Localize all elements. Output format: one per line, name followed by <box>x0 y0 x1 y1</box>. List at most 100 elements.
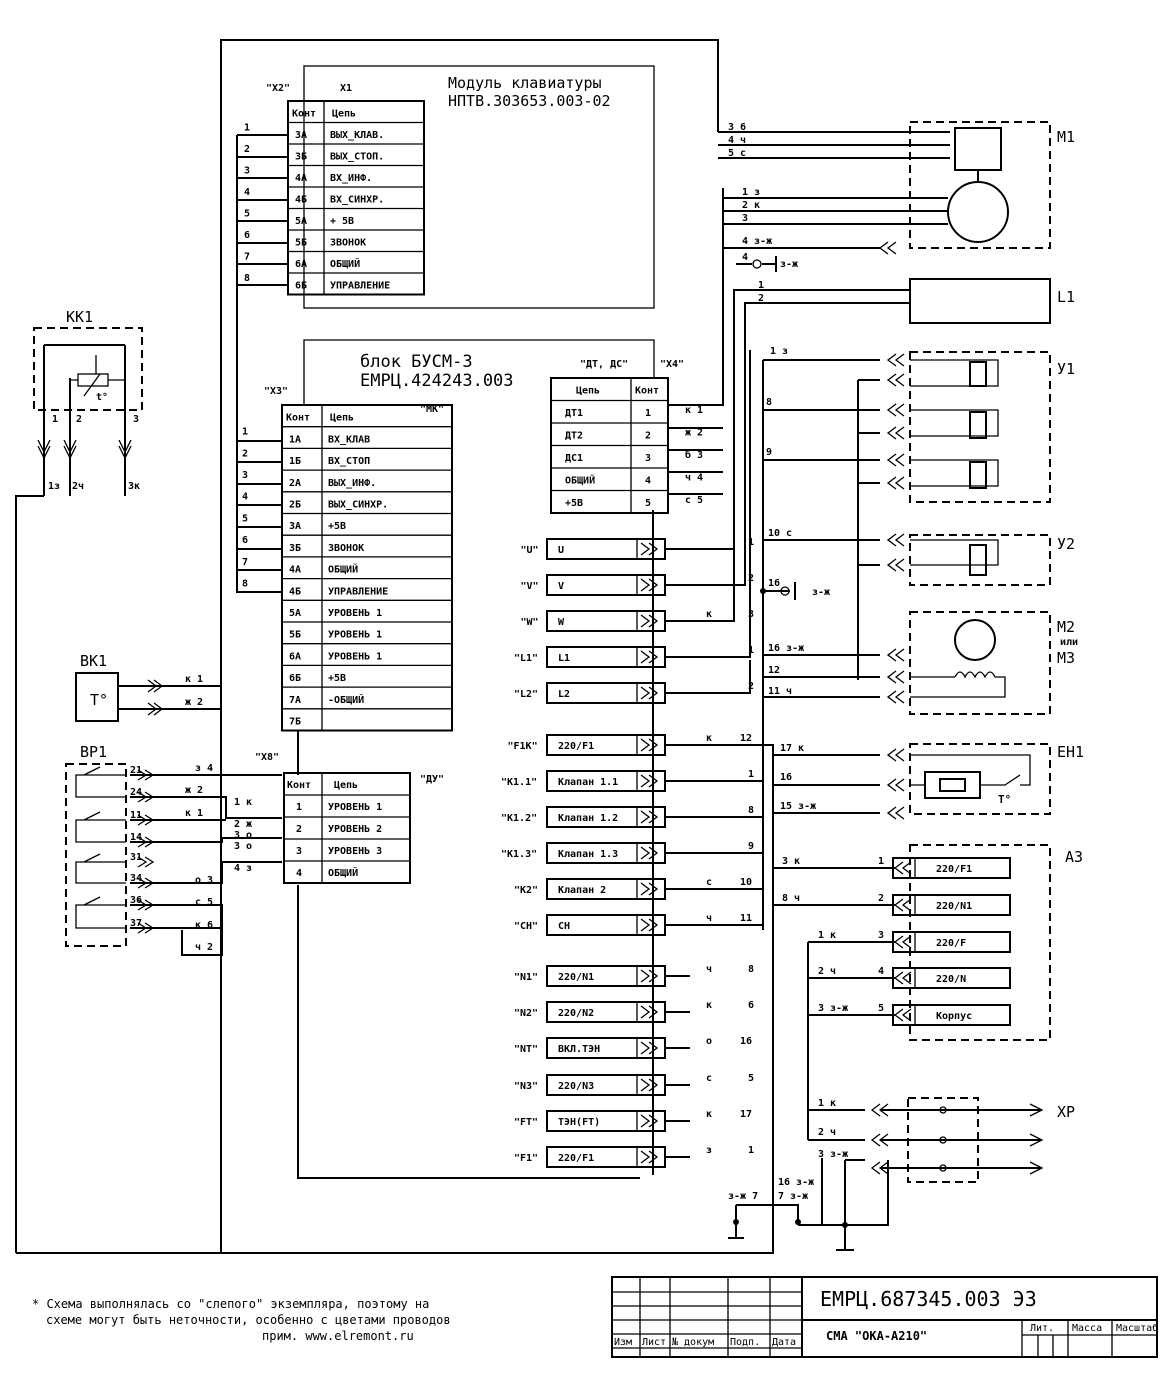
x8-wire-label: 2 ж <box>234 819 252 830</box>
terminal-name: "N1" <box>514 972 538 983</box>
terminal: "K1.1"Клапан 1.11 <box>501 769 754 792</box>
x8-header-1: Конт <box>287 780 311 791</box>
busm-cell: ВЫХ_ИНФ. <box>328 478 376 489</box>
busm-code: ЕМРЦ.424243.003 <box>360 371 514 391</box>
terminal-label: ТЭН(FT) <box>558 1117 600 1128</box>
vr1-wire: ч 2 <box>195 942 213 953</box>
svg-text:2ч: 2ч <box>72 481 84 492</box>
svg-text:3 6: 3 6 <box>728 122 746 133</box>
busm-cell: +5В <box>328 521 346 532</box>
product-name: СМА "ОКА-А210" <box>826 1329 927 1343</box>
busm-cell: 1А <box>289 434 301 445</box>
l1-label: L1 <box>1057 288 1075 306</box>
busm-cell: УРОВЕНЬ 1 <box>328 630 382 641</box>
x4-header-1: Цепь <box>576 386 600 397</box>
terminal-wire: 1 <box>748 769 754 780</box>
svg-text:Изм: Изм <box>614 1337 632 1348</box>
busm-header-2: Цепь <box>330 413 354 424</box>
terminal-wire: 2 <box>748 573 754 584</box>
conn-mk-label: "МК" <box>420 404 444 415</box>
busm-cell: ВЫХ_СИНХР. <box>328 500 388 511</box>
x4-header-2: Конт <box>635 386 659 397</box>
vr1-label: ВР1 <box>80 743 107 761</box>
kb-cell: ВЫХ_СТОП. <box>330 152 384 163</box>
svg-text:1з: 1з <box>48 481 60 492</box>
kb-cell: 6Б <box>295 281 307 292</box>
a3-row-wire: 8 ч <box>782 893 800 904</box>
vr1-contact: 11 <box>130 810 142 821</box>
busm-cell: 7Б <box>289 717 301 728</box>
vr1-contact: 24 <box>130 787 142 798</box>
m1-label: М1 <box>1057 128 1075 146</box>
eh1-heater: ЕН1 17 к 16 15 з-ж Т° <box>780 743 1084 820</box>
terminal-name: "V" <box>521 581 539 592</box>
terminal-name: "CH" <box>514 921 538 932</box>
svg-text:7 з-ж: 7 з-ж <box>778 1191 808 1202</box>
svg-text:Лист: Лист <box>642 1337 666 1348</box>
m2-motor: М2 или М3 16 з-ж 12 11 ч <box>768 611 1078 715</box>
kb-cell: 4А <box>295 173 307 184</box>
main-wires <box>15 39 950 1254</box>
terminal-label: CH <box>558 921 570 932</box>
terminal: "L1"L11 <box>514 645 754 668</box>
svg-text:* Схема выполнялась со "слепог: * Схема выполнялась со "слепого" экземпл… <box>32 1297 429 1311</box>
x4-wire-label: ч 4 <box>685 472 703 483</box>
eh1-label: ЕН1 <box>1057 743 1084 761</box>
terminal-name: "L2" <box>514 689 538 700</box>
kb-cell: 5А <box>295 216 307 227</box>
terminal-label: V <box>558 581 564 592</box>
busm-wire-label: 5 <box>242 513 248 524</box>
terminal-wire: 11 <box>740 913 752 924</box>
terminal-color: к <box>706 733 712 744</box>
terminal-name: "W" <box>521 617 539 628</box>
terminal-color: з <box>706 1145 712 1156</box>
svg-text:16: 16 <box>768 578 780 589</box>
terminal-label: Клапан 1.2 <box>558 813 618 824</box>
svg-text:или: или <box>1060 637 1078 648</box>
conn-x2-label: "X2" <box>266 83 290 94</box>
terminal-name: "K1.3" <box>501 849 537 860</box>
svg-text:к 1: к 1 <box>185 674 203 685</box>
terminal: "L2"L22 <box>514 681 754 704</box>
svg-text:2 ч: 2 ч <box>818 1127 836 1138</box>
svg-text:12: 12 <box>768 665 780 676</box>
svg-text:t°: t° <box>96 392 108 403</box>
busm-title: блок БУСМ-3 <box>360 352 473 372</box>
m3-label: М3 <box>1057 649 1075 667</box>
svg-text:Дата: Дата <box>772 1337 796 1348</box>
x4-cell: ДТ2 <box>565 431 583 442</box>
terminal-color: к <box>706 1000 712 1011</box>
svg-text:з-ж: з-ж <box>780 259 798 270</box>
terminal-name: "FT" <box>514 1117 538 1128</box>
busm-cell: ОБЩИЙ <box>328 563 358 576</box>
terminal-label: 220/N2 <box>558 1008 594 1019</box>
x4-cell: +5В <box>565 498 583 509</box>
busm-block: блок БУСМ-3 ЕМРЦ.424243.003 "X3" "МК" Ко… <box>242 339 655 732</box>
svg-text:16 з-ж: 16 з-ж <box>768 643 804 654</box>
busm-wire-label: 7 <box>242 557 248 568</box>
terminal-wire: 3 <box>748 609 754 620</box>
busm-cell: 2А <box>289 478 301 489</box>
terminal-wire: 8 <box>748 805 754 816</box>
x4-cell: 2 <box>645 431 651 442</box>
terminal-label: L2 <box>558 689 570 700</box>
m1-motor: М1 3 6 4 ч 5 с 1 з 2 к 3 4 з-ж 4 з-ж <box>728 121 1075 272</box>
a3-row-pin: 4 <box>878 966 884 977</box>
svg-text:2 к: 2 к <box>742 200 760 211</box>
x4-cell: 5 <box>645 498 651 509</box>
kb-cell: 4Б <box>295 195 307 206</box>
svg-text:5 с: 5 с <box>728 148 746 159</box>
conn-x8-label: "X8" <box>255 752 279 763</box>
kb-cell: 5Б <box>295 238 307 249</box>
terminal-name: "K2" <box>514 885 538 896</box>
kb-wire-label: 3 <box>244 165 250 176</box>
terminal: "V" V 2 <box>521 573 754 596</box>
busm-cell: 5Б <box>289 630 301 641</box>
vr1-wire: з 4 <box>195 763 213 774</box>
